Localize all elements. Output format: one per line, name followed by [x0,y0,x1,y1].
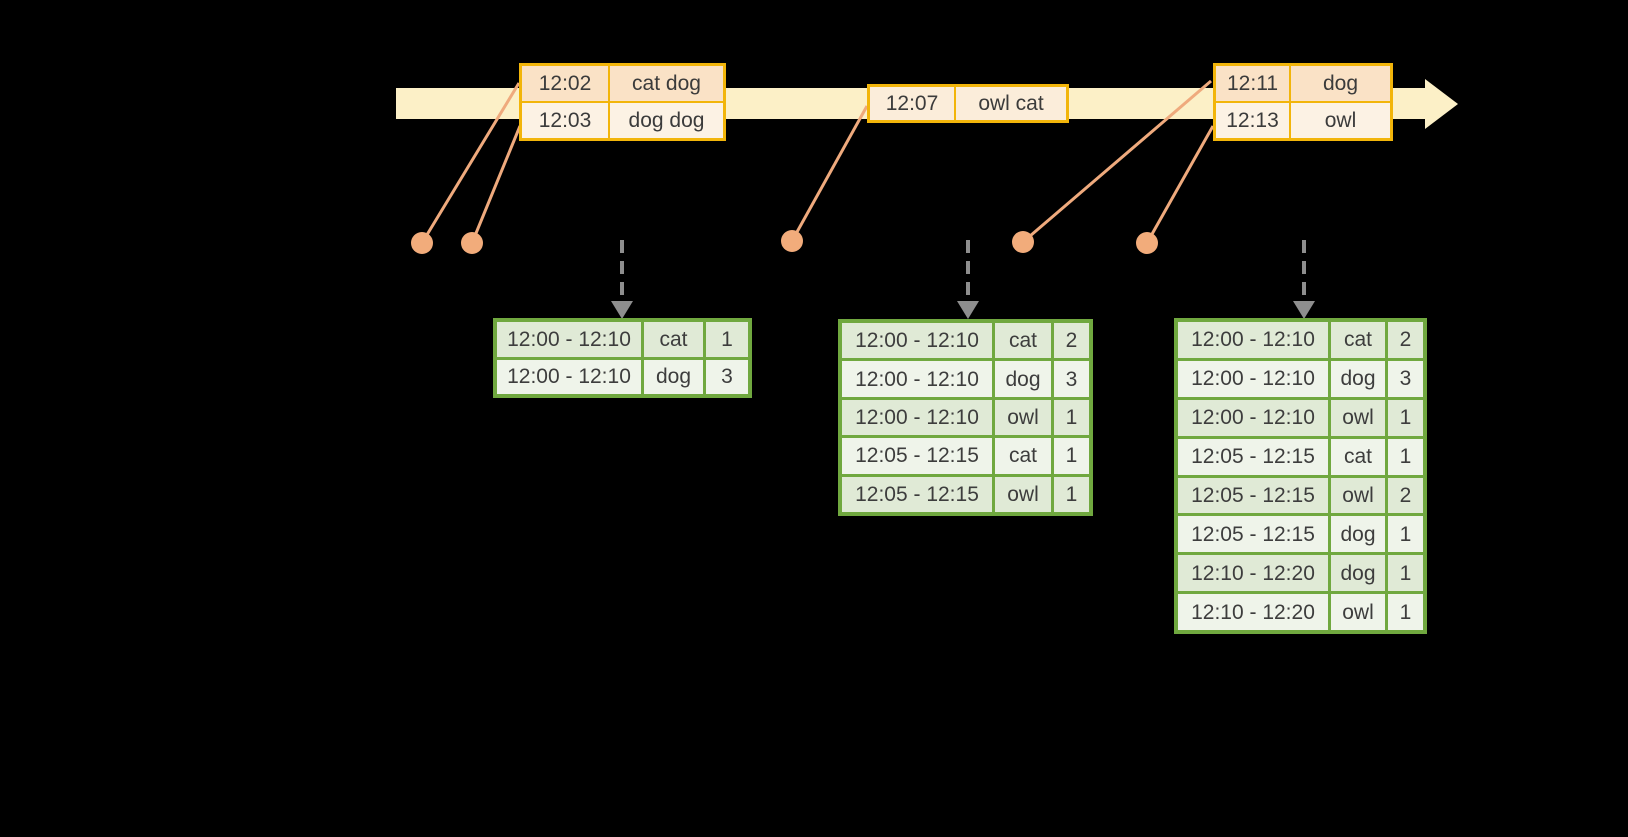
result-table-2-cell: 3 [1054,361,1089,397]
result-table-2-cell: 1 [1054,476,1089,512]
result-table-3-cell: owl [1331,477,1385,514]
result-table-3-cell: 1 [1388,594,1423,630]
input-events-table-1-cell: dog dog [610,103,723,138]
trigger-arrow-icon [611,240,633,319]
result-table-3-cell: 12:10 - 12:20 [1178,555,1328,592]
trigger-dot [1136,232,1158,254]
result-table-2-cell: dog [995,361,1051,397]
result-table-3-cell: 12:00 - 12:10 [1178,322,1328,358]
result-table-1-cell: 3 [706,359,748,394]
trigger-dot [781,230,803,252]
input-events-table-2-cell: owl cat [956,87,1066,120]
event-connector-line [470,125,522,244]
result-table-2-cell: cat [995,438,1051,474]
result-table-2-cell: owl [995,399,1051,436]
result-table-2-cell: 12:00 - 12:10 [842,323,992,359]
result-table-3-cell: owl [1331,399,1385,436]
event-connector-line [420,82,521,244]
result-table-3-cell: 2 [1388,322,1423,358]
result-table-2-cell: 12:00 - 12:10 [842,399,992,436]
event-connector-line [790,105,869,242]
input-events-table-3-cell: 12:11 [1216,66,1289,101]
result-table-2-cell: owl [995,476,1051,512]
input-events-table-1-cell: 12:02 [522,66,608,101]
result-table-3-cell: 1 [1388,399,1423,436]
result-table-1-cell: 12:00 - 12:10 [497,359,641,394]
result-table-2-cell: 2 [1054,323,1089,359]
result-table-1-cell: cat [644,322,703,357]
trigger-arrow-icon [1293,240,1315,319]
result-table-3-cell: dog [1331,360,1385,397]
result-table-3-cell: dog [1331,516,1385,553]
result-table-3-cell: 12:00 - 12:10 [1178,399,1328,436]
result-table-3-cell: 12:05 - 12:15 [1178,438,1328,475]
result-table-2-cell: 12:05 - 12:15 [842,438,992,474]
input-events-table-1-cell: cat dog [610,66,723,101]
trigger-dot [1012,231,1034,253]
timeline-arrowhead-icon [1425,79,1458,129]
result-table-2-cell: cat [995,323,1051,359]
result-table-2-cell: 1 [1054,399,1089,436]
input-events-table-2-cell: 12:07 [870,87,954,120]
result-table-3-cell: 2 [1388,477,1423,514]
result-table-3-cell: cat [1331,322,1385,358]
input-events-table-1-cell: 12:03 [522,103,608,138]
result-table-1-cell: 12:00 - 12:10 [497,322,641,357]
input-events-table-3-cell: owl [1291,103,1390,138]
result-table-3-cell: 12:05 - 12:15 [1178,516,1328,553]
result-table-3-cell: 1 [1388,555,1423,592]
result-table-3-cell: 1 [1388,516,1423,553]
result-table-3-cell: cat [1331,438,1385,475]
result-table-2-cell: 1 [1054,438,1089,474]
event-connector-line [1145,125,1215,244]
result-table-2-cell: 12:00 - 12:10 [842,361,992,397]
result-table-3-cell: 12:05 - 12:15 [1178,477,1328,514]
result-table-3-cell: owl [1331,594,1385,630]
result-table-1-cell: dog [644,359,703,394]
input-events-table-3-cell: 12:13 [1216,103,1289,138]
result-table-3-cell: 1 [1388,438,1423,475]
trigger-dot [411,232,433,254]
event-connector-line [1022,79,1212,244]
trigger-arrow-icon [957,240,979,319]
input-events-table-3-cell: dog [1291,66,1390,101]
trigger-dot [461,232,483,254]
result-table-3-cell: dog [1331,555,1385,592]
result-table-3-cell: 12:10 - 12:20 [1178,594,1328,630]
result-table-1-cell: 1 [706,322,748,357]
result-table-3-cell: 12:00 - 12:10 [1178,360,1328,397]
result-table-2-cell: 12:05 - 12:15 [842,476,992,512]
result-table-3-cell: 3 [1388,360,1423,397]
